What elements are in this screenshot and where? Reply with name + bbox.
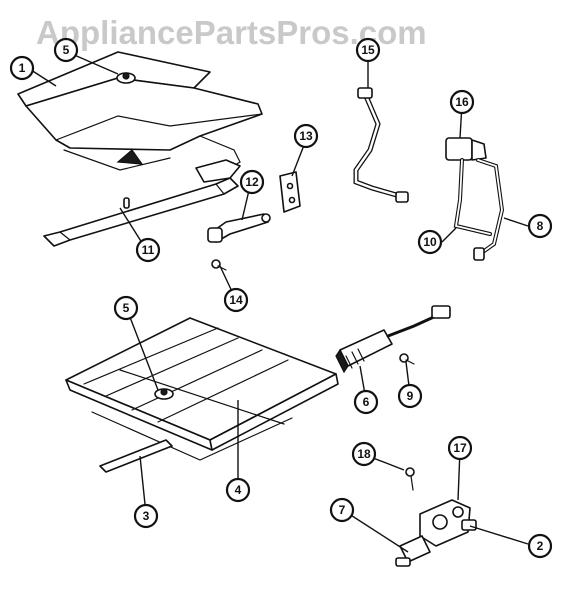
- part-14-screw: [211, 259, 227, 271]
- part-9-screw: [399, 353, 415, 365]
- callout-15-label: 15: [361, 43, 375, 57]
- part-5-wing-nut-upper: [116, 72, 136, 84]
- callout-5-lower-label: 5: [123, 301, 130, 315]
- callout-13: 13: [293, 123, 319, 149]
- part-16-pressure-regulator: [445, 137, 487, 161]
- part-5-wing-nut-lower: [154, 388, 174, 400]
- callout-17-label: 17: [453, 441, 467, 455]
- callout-2-label: 2: [537, 539, 544, 553]
- part-6-igniter-block: [335, 305, 451, 374]
- callout-15: 15: [355, 37, 381, 63]
- callout-5-upper: 5: [53, 37, 79, 63]
- part-11-upper-burner: [43, 159, 241, 247]
- callout-12-label: 12: [245, 175, 259, 189]
- callout-4-label: 4: [235, 483, 242, 497]
- part-15-gas-tube: [353, 87, 409, 203]
- callout-17: 17: [447, 435, 473, 461]
- callout-7-label: 7: [339, 503, 346, 517]
- callout-14: 14: [223, 287, 249, 313]
- callout-10-label: 10: [423, 235, 437, 249]
- callout-16: 16: [449, 89, 475, 115]
- callout-9-label: 9: [407, 389, 414, 403]
- callout-18: 18: [351, 441, 377, 467]
- callout-6: 6: [353, 389, 379, 415]
- part-4-lower-baffle: [65, 317, 339, 473]
- callout-2: 2: [527, 533, 553, 559]
- callout-1: 1: [9, 55, 35, 81]
- callout-16-label: 16: [455, 95, 469, 109]
- callout-8-label: 8: [537, 219, 544, 233]
- callout-8: 8: [527, 213, 553, 239]
- callout-9: 9: [397, 383, 423, 409]
- callout-11: 11: [135, 237, 161, 263]
- callout-3-label: 3: [143, 509, 150, 523]
- callout-5-lower: 5: [113, 295, 139, 321]
- part-18-screw: [405, 467, 415, 491]
- callout-13-label: 13: [299, 129, 313, 143]
- callout-5-upper-label: 5: [63, 43, 70, 57]
- callout-4: 4: [225, 477, 251, 503]
- callout-10: 10: [417, 229, 443, 255]
- part-1-broiler-cover: [17, 51, 263, 171]
- part-8-tube: [473, 158, 505, 261]
- callout-12: 12: [239, 169, 265, 195]
- callout-7: 7: [329, 497, 355, 523]
- part-10-tube: [453, 158, 492, 236]
- part-7-fitting: [395, 535, 431, 567]
- part-12-orifice-holder: [207, 213, 271, 243]
- callout-11-label: 11: [142, 243, 155, 257]
- part-13-bracket: [279, 171, 301, 213]
- callout-1-label: 1: [19, 61, 26, 75]
- callout-18-label: 18: [357, 447, 371, 461]
- callout-14-label: 14: [229, 293, 243, 307]
- callout-6-label: 6: [363, 395, 370, 409]
- part-2-valve: [419, 499, 477, 547]
- callout-3: 3: [133, 503, 159, 529]
